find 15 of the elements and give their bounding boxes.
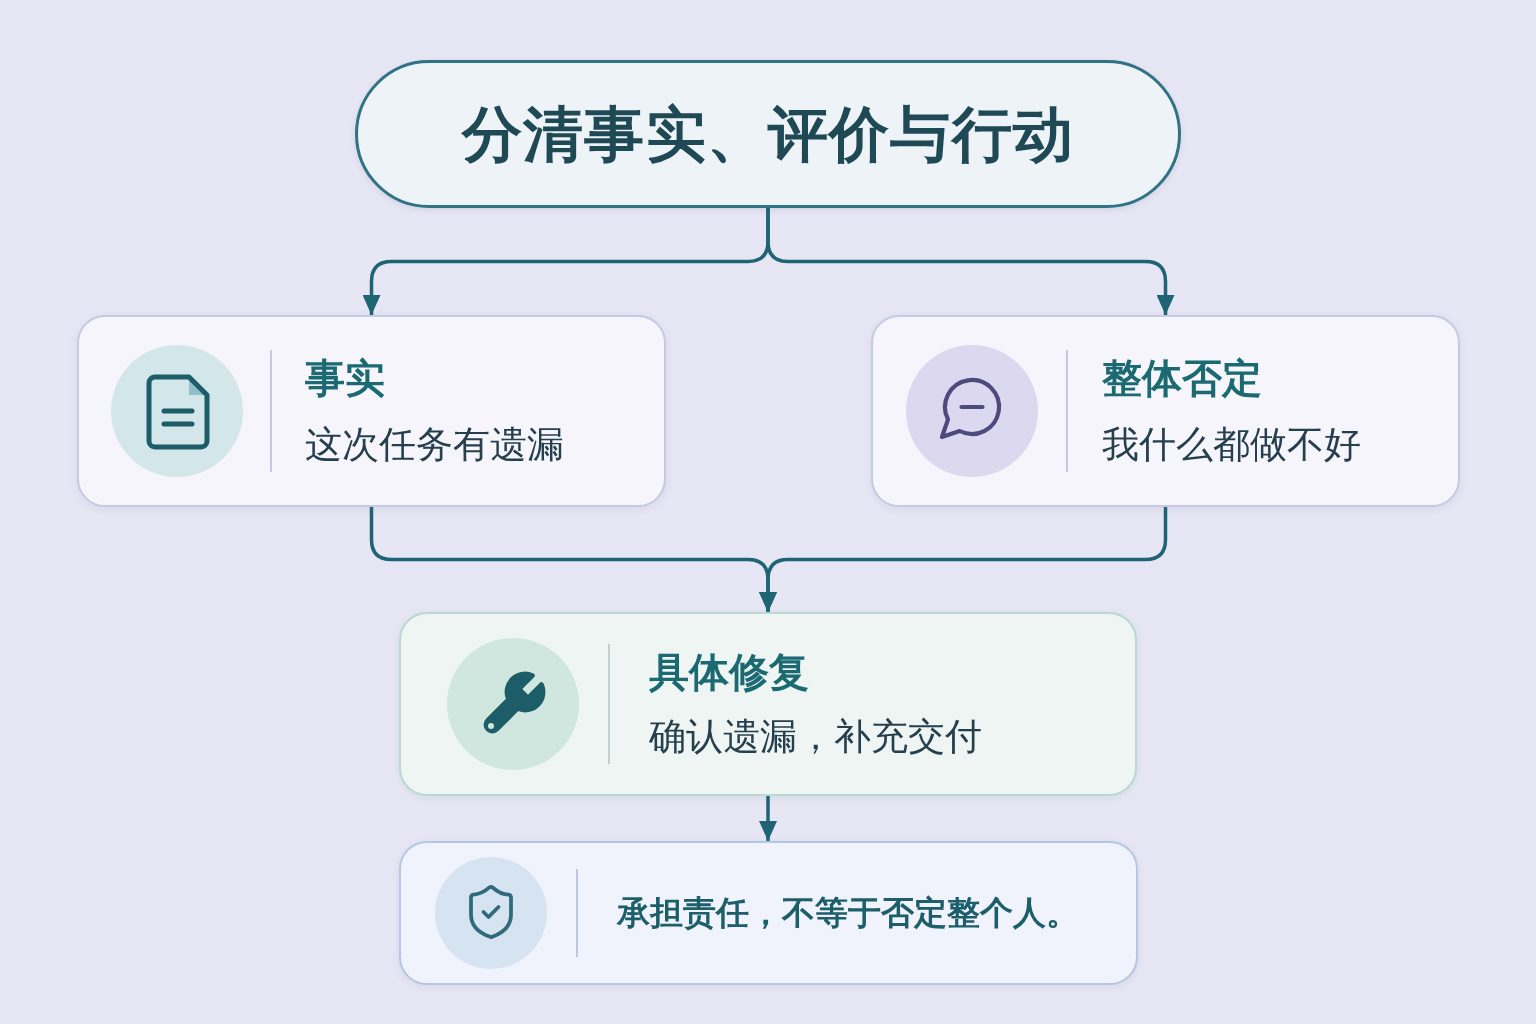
arrow xyxy=(766,208,1175,315)
body-text: 确认遗漏，补充交付 xyxy=(649,714,982,760)
heading-text: 具体修复 xyxy=(649,648,810,696)
body-text: 我什么都做不好 xyxy=(1102,422,1361,468)
heading-text: 整体否定 xyxy=(1102,354,1263,402)
process-card xyxy=(399,612,1137,796)
title-text: 分清事实、评价与行动 xyxy=(462,104,1074,164)
heading-text: 事实 xyxy=(305,354,386,402)
body-text: 这次任务有遗漏 xyxy=(305,422,564,468)
arrow xyxy=(759,796,777,841)
statement-card xyxy=(399,841,1138,985)
process-card xyxy=(77,315,666,507)
statement-text: 承担责任，不等于否定整个人。 xyxy=(617,892,1079,934)
process-card xyxy=(871,315,1460,507)
arrow xyxy=(759,507,1168,612)
